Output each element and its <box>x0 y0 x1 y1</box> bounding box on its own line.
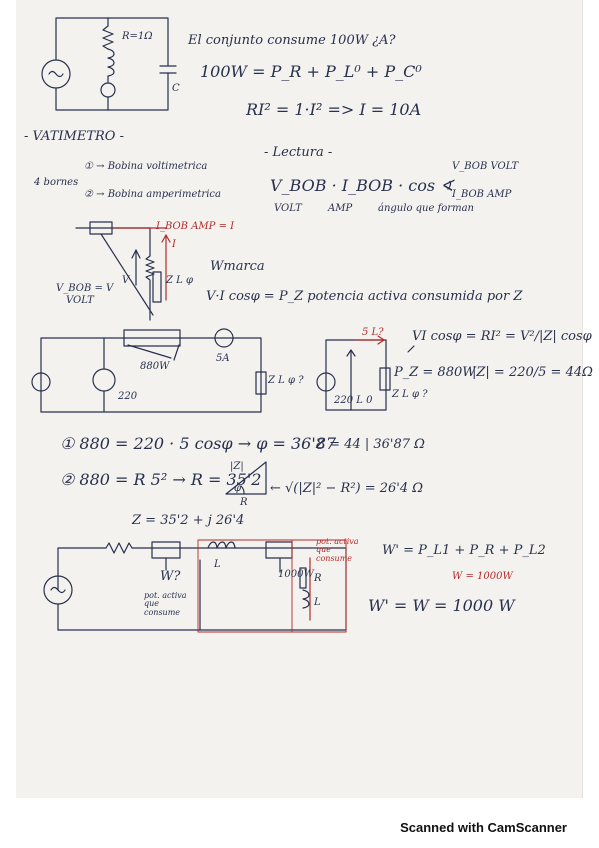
notebook-page: R=1Ω C El conjunto consume 100W ¿A? 100W… <box>16 0 593 798</box>
unknown-impedance-2: Z L φ ? <box>392 389 428 400</box>
coil-current: ② → Bobina amperimetrica <box>84 189 221 200</box>
source-phasor-label: 220 L 0 <box>334 395 373 406</box>
wattmeter-title: - VATIMETRO - <box>24 129 124 144</box>
impedance-rectangular: Z = 35'2 + j 26'4 <box>132 513 245 528</box>
wattmeter-question: W? <box>160 569 181 584</box>
question-text: El conjunto consume 100W ¿A? <box>188 33 396 48</box>
red-power-note: pot. activa que consume <box>316 537 359 563</box>
measurement-circuit-drawing <box>31 328 415 413</box>
angle-subscript: ángulo que forman <box>378 203 474 214</box>
resistor-label: R=1Ω <box>122 31 153 42</box>
unknown-impedance: Z L φ ? <box>268 375 304 386</box>
ammeter-reading: 5A <box>216 353 230 364</box>
top-circuit-drawing <box>41 17 177 111</box>
wattmeter-brand-note: Wmarca <box>210 259 265 274</box>
wattmeter-sum-equation: W' = P_L1 + P_R + P_L2 <box>382 543 546 558</box>
ibob-amp-note: I_BOB AMP <box>452 189 512 200</box>
step-two: ② 880 = R 5² → R = 35'2 <box>60 470 262 489</box>
final-result: W' = W = 1000 W <box>368 596 515 615</box>
current-phasor-label: 5 L? <box>362 327 384 338</box>
current-result: RI² = 1·I² => I = 10A <box>246 100 422 119</box>
ibob-current-label: I_BOB AMP = I <box>156 221 235 232</box>
load-resistor-label: R <box>314 573 322 584</box>
triangle-angle: φ <box>234 483 242 494</box>
impedance-label: Z L φ <box>166 275 193 286</box>
wattmeter-reading: 880W <box>140 361 170 372</box>
wattmeter-drawing <box>75 221 171 321</box>
impedance-polar: Z = 44 | 36'87 Ω <box>316 437 425 452</box>
amp-subscript: AMP <box>328 203 353 214</box>
triangle-hypotenuse: |Z| <box>230 461 244 472</box>
final-circuit-drawing <box>43 539 347 633</box>
volt-subscript: VOLT <box>274 203 302 214</box>
voltage-arrow-label: V <box>122 275 130 286</box>
volt-small-label: VOLT <box>66 295 94 306</box>
coil-voltage: ① → Bobina voltimetrica <box>84 161 208 172</box>
terminals-label: 4 bornes <box>34 177 79 188</box>
power-equation: 100W = P_R + P_L⁰ + P_C⁰ <box>200 62 422 81</box>
impedance-magnitude: |Z| = 220/5 = 44Ω <box>472 365 593 380</box>
second-wattmeter-reading: 1000W <box>278 569 314 580</box>
reading-heading: - Lectura - <box>264 145 333 160</box>
reading-equation: V_BOB · I_BOB · cos ∢ <box>270 176 454 195</box>
capacitor-label: C <box>172 83 180 94</box>
circuit-sketches <box>31 17 415 633</box>
current-arrow-label: I <box>172 239 176 250</box>
power-880: P_Z = 880W <box>394 365 476 380</box>
inductor-label: L <box>214 559 221 570</box>
vbob-voltage-label: V_BOB = V <box>56 283 114 294</box>
power-definition: V·I cosφ = P_Z potencia activa consumida… <box>206 289 523 304</box>
triangle-base: R <box>240 497 248 508</box>
step-one: ① 880 = 220 · 5 cosφ → φ = 36'87 <box>60 434 337 453</box>
scanner-watermark: Scanned with CamScanner <box>400 820 567 835</box>
voltmeter-reading: 220 <box>118 391 138 402</box>
red-wattmeter-note: W = 1000W <box>452 571 513 582</box>
triangle-equation: ← √(|Z|² − R²) = 26'4 Ω <box>270 481 424 496</box>
load-inductor-label: L <box>314 597 321 608</box>
vbob-volt-note: V_BOB VOLT <box>452 161 519 172</box>
power-identity: VI cosφ = RI² = V²/|Z| cosφ <box>412 329 592 344</box>
impedance-triangle-drawing <box>225 461 267 495</box>
active-power-note: pot. activa que consume <box>144 591 187 617</box>
